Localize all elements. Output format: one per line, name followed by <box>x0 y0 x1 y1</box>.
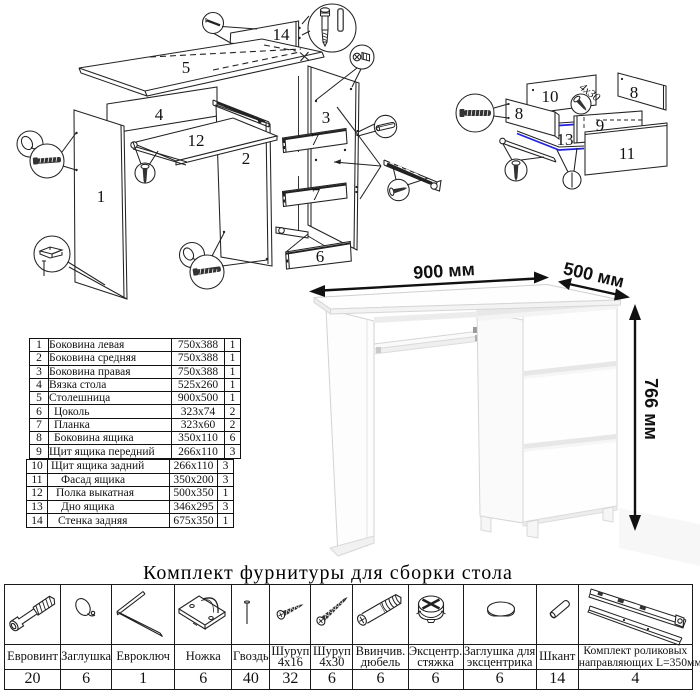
svg-text:8: 8 <box>515 104 524 123</box>
svg-text:10: 10 <box>542 87 559 106</box>
svg-text:11: 11 <box>619 144 635 163</box>
svg-text:12: 12 <box>188 131 205 150</box>
svg-text:4: 4 <box>155 105 164 124</box>
svg-text:3: 3 <box>322 108 331 127</box>
svg-text:13: 13 <box>557 130 574 149</box>
svg-text:6: 6 <box>316 247 325 266</box>
svg-text:9: 9 <box>596 116 605 135</box>
svg-text:900 мм: 900 мм <box>413 259 476 283</box>
svg-text:1: 1 <box>97 187 106 206</box>
svg-text:766 мм: 766 мм <box>641 378 661 440</box>
svg-text:2: 2 <box>242 149 251 168</box>
svg-text:5: 5 <box>182 58 191 77</box>
svg-text:7: 7 <box>312 185 321 204</box>
svg-text:14: 14 <box>273 25 291 44</box>
svg-text:7: 7 <box>311 130 320 149</box>
svg-text:500 мм: 500 мм <box>561 258 626 291</box>
svg-text:8: 8 <box>630 83 639 102</box>
